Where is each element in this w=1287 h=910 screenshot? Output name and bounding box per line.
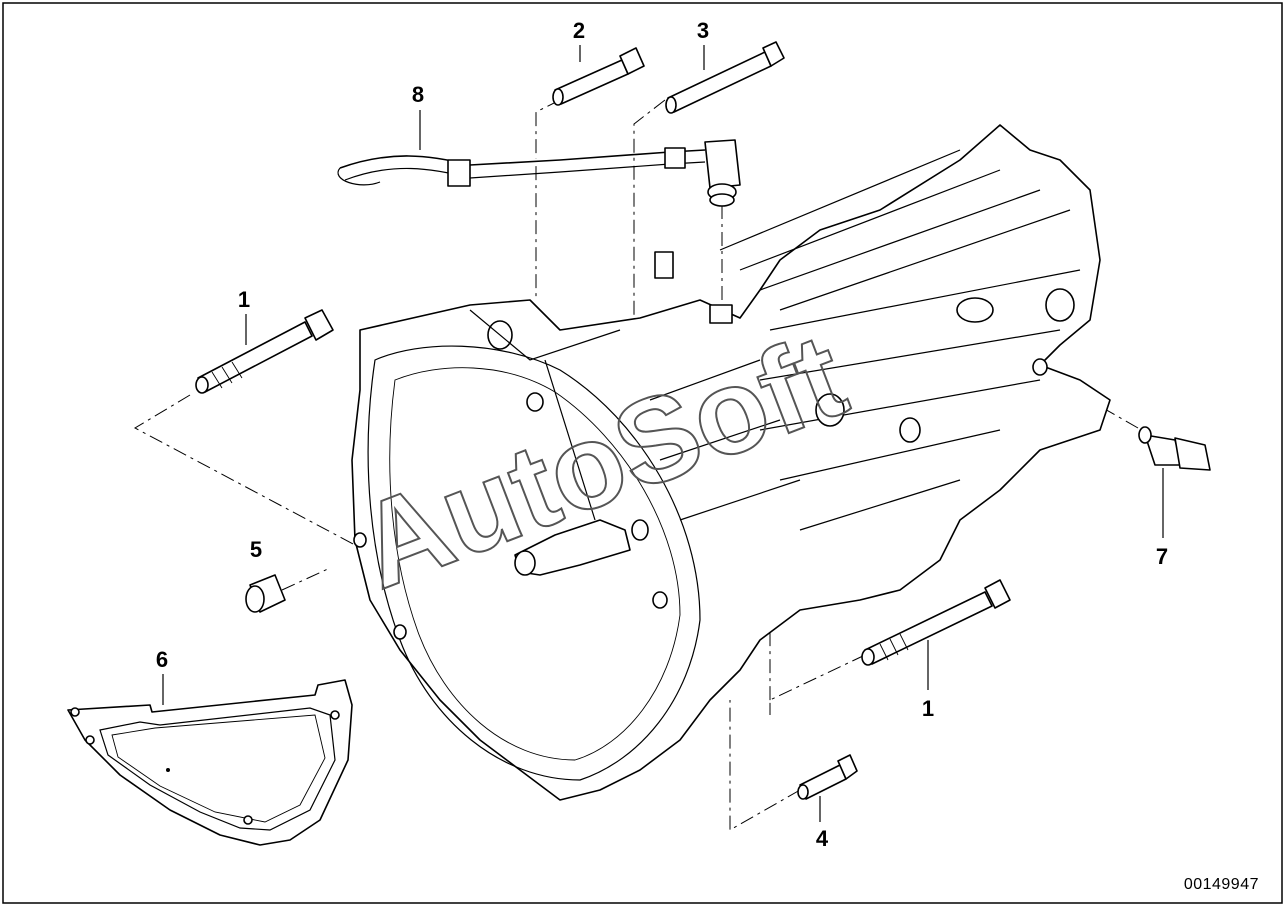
callout-7: 7 (1156, 544, 1168, 569)
cover-plate-part-6 (67, 679, 353, 846)
callout-2: 2 (573, 18, 585, 43)
bolt-part-1-right (861, 579, 1011, 666)
callout-1-left: 1 (238, 287, 250, 312)
sleeve-part-5 (245, 574, 286, 613)
callout-5: 5 (250, 537, 262, 562)
sensor-part-7 (1138, 426, 1211, 471)
callout-3: 3 (697, 18, 709, 43)
bolt-part-4 (797, 754, 858, 800)
document-number: 00149947 (1183, 876, 1259, 893)
callout-8: 8 (412, 82, 424, 107)
callout-1-right: 1 (922, 696, 934, 721)
bolt-part-3 (665, 41, 785, 114)
bolt-part-1-left (195, 309, 334, 394)
callout-6: 6 (156, 647, 168, 672)
transmission-housing (351, 124, 1111, 801)
callout-leaders (162, 45, 1164, 822)
bolt-part-2 (552, 47, 645, 106)
callout-4: 4 (816, 826, 829, 851)
cable-part-8 (337, 139, 741, 207)
